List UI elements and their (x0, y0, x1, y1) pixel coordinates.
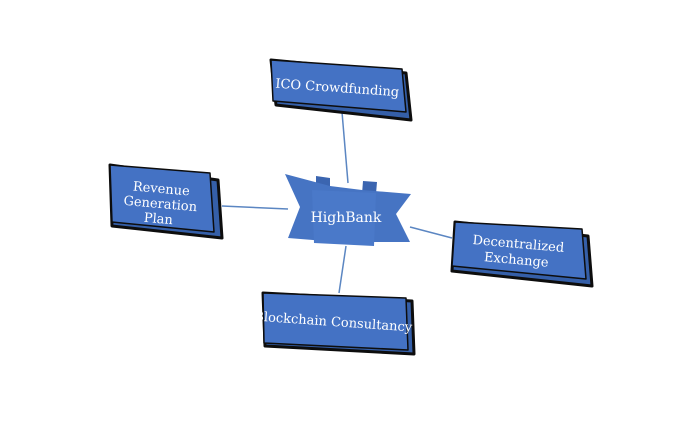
connector-consultancy (338, 245, 347, 294)
node-revenue-label-line2: Generation (123, 194, 198, 215)
node-blockchain-consultancy: Blockchain Consultancy (254, 291, 416, 356)
connector-ico (341, 111, 349, 184)
node-decentralized-exchange: Decentralized Exchange (450, 220, 594, 288)
node-revenue-generation-plan: Revenue Generation Plan (108, 163, 224, 240)
node-revenue-label-line3: Plan (143, 211, 174, 229)
node-exchange-label-line2: Exchange (483, 250, 549, 271)
center-node-label: HighBank (311, 210, 382, 226)
node-ico-crowdfunding: ICO Crowdfunding (269, 58, 413, 122)
connector-exchange (409, 226, 453, 239)
connector-revenue (221, 205, 289, 210)
node-revenue-label-line1: Revenue (132, 180, 190, 200)
center-node-highbank: HighBank (285, 174, 411, 246)
